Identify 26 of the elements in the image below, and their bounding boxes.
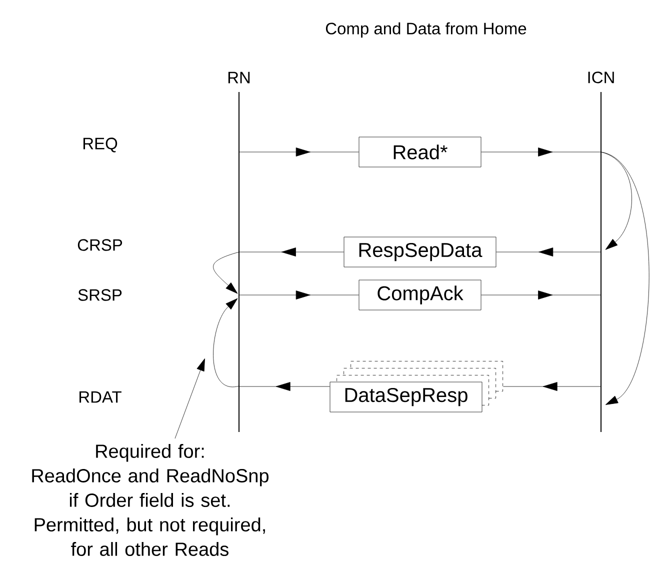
leader-line (174, 358, 205, 439)
title: Comp and Data from Home (326, 22, 526, 38)
message-box: CompAck (358, 280, 482, 310)
message-arrow (238, 148, 359, 156)
message-arrow (238, 382, 330, 391)
row-label: RDAT (80, 391, 122, 403)
message-box-stack: DataSepResp (330, 361, 503, 412)
note: Required for: ReadOnce and ReadNoSnp if Order field is set. Permitted, but not required, for all other Reads (32, 444, 268, 556)
row-label: REQ (83, 138, 118, 152)
row-label: CRSP (78, 239, 122, 251)
dependency-arrow (213, 252, 240, 294)
lifeline-label: RN (228, 72, 250, 84)
row-label: SRSP (78, 289, 122, 301)
dependency-arrow (213, 298, 240, 388)
node-label: DataSepResp (345, 388, 468, 406)
message-arrow (503, 382, 602, 391)
message-arrow (481, 148, 602, 156)
dependency-arrow (600, 152, 650, 405)
message-arrow (238, 248, 344, 256)
message-arrow (481, 290, 602, 300)
message-arrow (496, 248, 602, 256)
message-box: RespSepData (344, 236, 496, 268)
dependency-arrow (600, 152, 632, 250)
message-box: Read* (358, 136, 482, 168)
message-arrow (238, 290, 359, 300)
lifeline-label: ICN (588, 72, 614, 84)
